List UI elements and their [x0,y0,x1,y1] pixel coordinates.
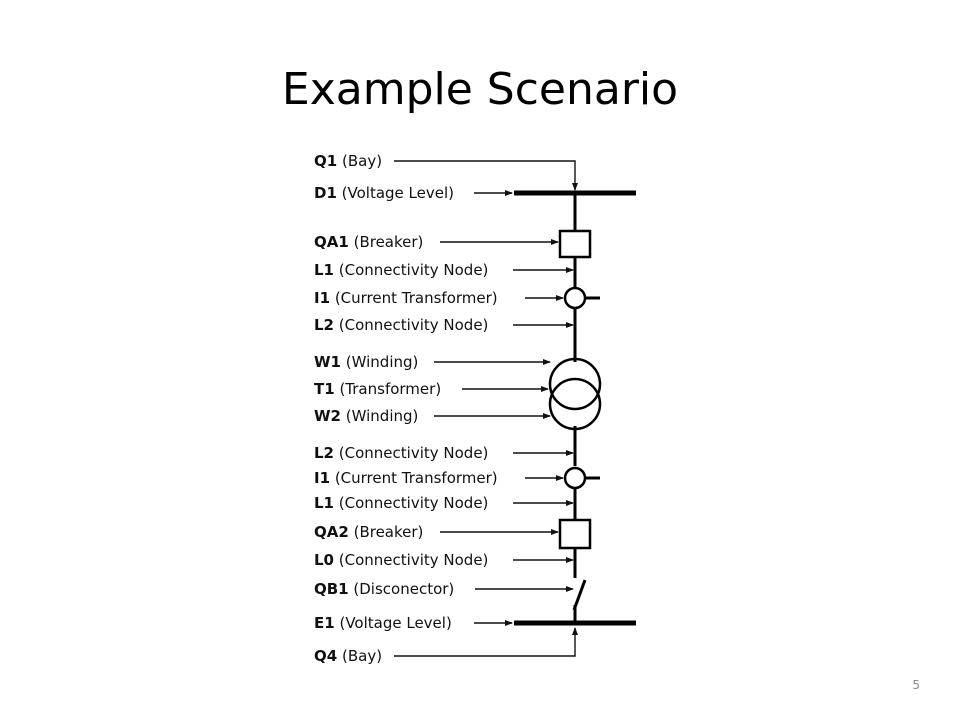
disconnector-qb1-blade [572,579,587,611]
label-w2: W2 (Winding) [314,407,418,425]
label-qa1: QA1 (Breaker) [314,233,423,251]
label-w1: W1 (Winding) [314,353,418,371]
slide-title: Example Scenario [281,64,679,115]
breaker-qa2-symbol [558,518,592,550]
label-qb1: QB1 (Disconector) [314,580,454,598]
label-i1b: I1 (Current Transformer) [314,469,498,487]
bay-q4-leader [394,627,578,657]
label-l2b: L2 (Connectivity Node) [314,444,488,462]
label-q1: Q1 (Bay) [314,152,382,170]
label-l1b: L1 (Connectivity Node) [314,494,488,512]
bay-q1-leader [394,160,578,191]
label-q4: Q4 (Bay) [314,647,382,665]
label-e1: E1 (Voltage Level) [314,614,452,632]
label-l1a: L1 (Connectivity Node) [314,261,488,279]
page-number: 5 [912,678,920,692]
label-i1a: I1 (Current Transformer) [314,289,498,307]
breaker-qa1-symbol [558,229,592,259]
winding-w2-symbol [548,377,602,431]
current-transformer-upper-symbol [563,286,587,310]
label-t1: T1 (Transformer) [314,380,441,398]
label-l2a: L2 (Connectivity Node) [314,316,488,334]
label-l0: L0 (Connectivity Node) [314,551,488,569]
label-d1: D1 (Voltage Level) [314,184,454,202]
current-transformer-lower-symbol [563,466,587,490]
label-qa2: QA2 (Breaker) [314,523,423,541]
winding-w1-symbol [548,357,602,411]
